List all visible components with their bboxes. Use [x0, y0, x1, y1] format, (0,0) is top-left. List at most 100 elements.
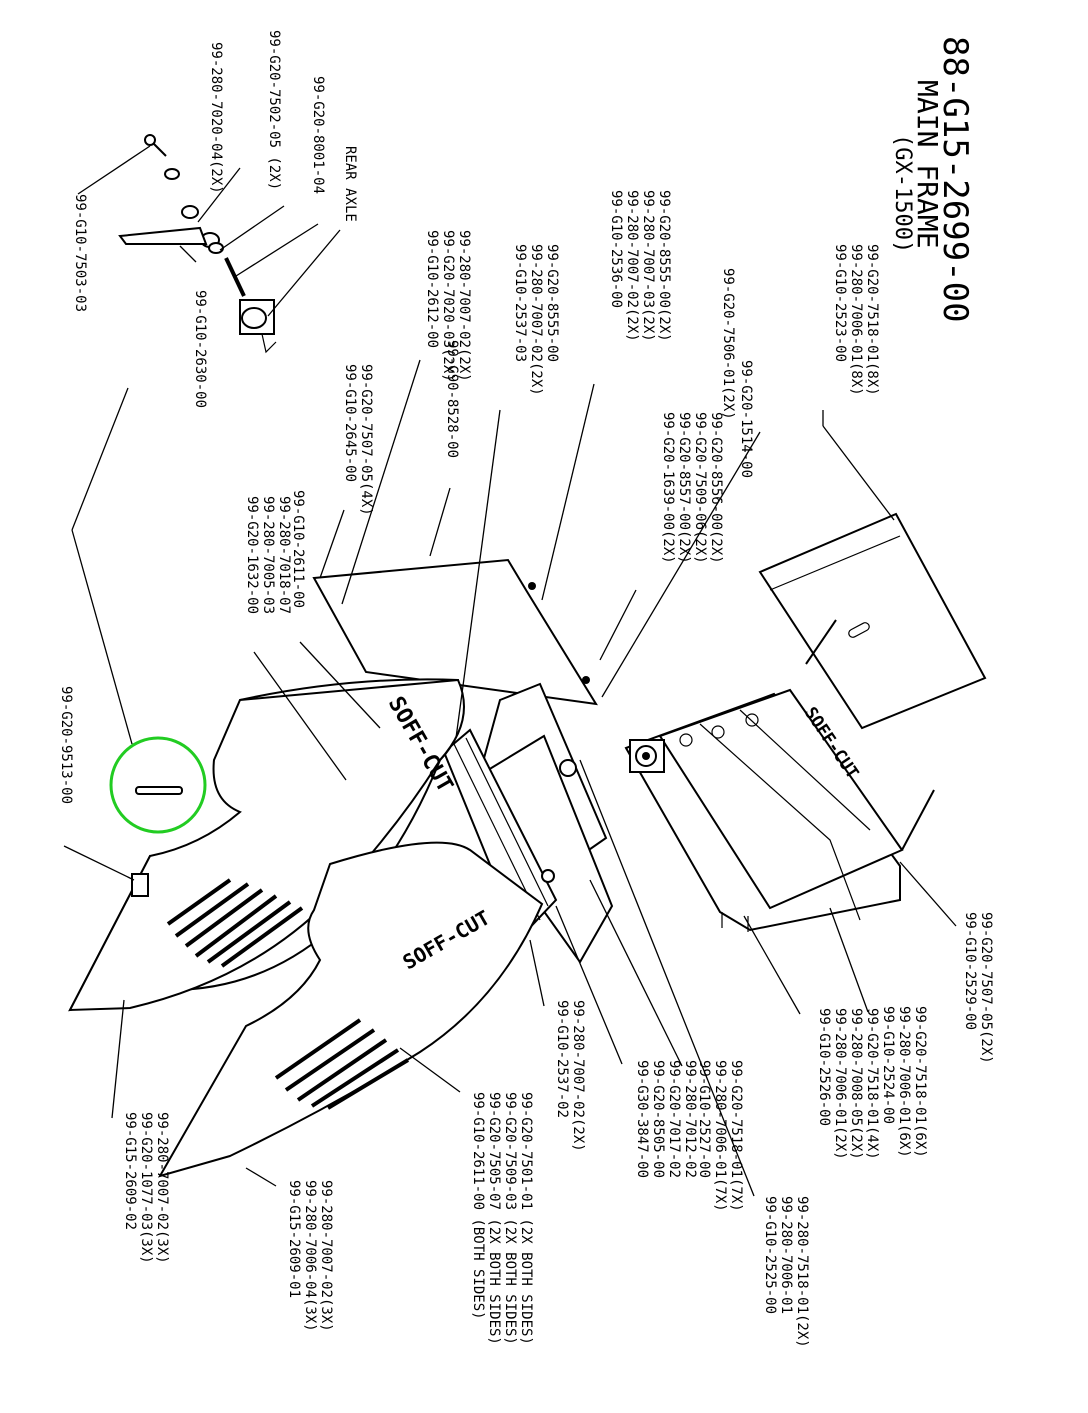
part-number-label: 99-280-7007-02(3X) — [318, 1180, 334, 1332]
part-number-label: REAR AXLE — [342, 146, 358, 222]
part-number-label: 99-G20-8556-00(2X) — [708, 412, 724, 564]
part-number-label: 99-G20-7507-05(4X) — [358, 364, 374, 516]
part-number-label: 99-G20-1077-03(3X) — [138, 1112, 154, 1264]
part-number-label: 99-280-7006-01(7X) — [712, 1060, 728, 1212]
drawing-model: (GX-1500) — [890, 134, 915, 253]
part-number-label: 99-G20-1632-00 — [244, 496, 260, 614]
part-number-label: 99-G20-8557-00(2X) — [676, 412, 692, 564]
part-number-label: 99-G10-2645-00 — [342, 364, 358, 482]
part-number-label: 99-G10-2529-00 — [962, 912, 978, 1030]
part-number-label: 99-G20-8555-00(2X) — [656, 190, 672, 342]
part-number-label: 99-280-7007-02(3X) — [154, 1112, 170, 1264]
part-number-label: 99-280-7006-01(8X) — [848, 244, 864, 396]
part-number-label: 99-G20-7518-01(4X) — [864, 1008, 880, 1160]
top-cover-panel — [758, 425, 987, 730]
part-number-label: 99-280-7006-01 — [778, 1196, 794, 1314]
part-callout: 99-G10-2611-00 (BOTH SIDES)99-G20-7505-0… — [470, 1092, 534, 1345]
part-number-label: 99-G20-7507-05(2X) — [978, 912, 994, 1064]
part-number-label: 99-280-7007-02(2X) — [528, 244, 544, 396]
part-number-label: 99-G10-2527-00 — [696, 1060, 712, 1178]
part-number-label: 99-280-7006-01(6X) — [896, 1006, 912, 1158]
part-callout: 99-G20-1639-00(2X)99-G20-8557-00(2X)99-G… — [660, 412, 724, 564]
part-number-label: 99-G10-2536-00 — [608, 190, 624, 308]
part-callout: 99-G20-1514-00 — [738, 360, 754, 478]
part-number-label: 99-G10-7503-03 — [72, 194, 88, 312]
part-number-label: 99-280-7018-07 — [276, 496, 292, 614]
part-number-label: 99-280-7005-03 — [260, 496, 276, 614]
part-number-label: 99-G20-7505-07 (2X BOTH SIDES) — [486, 1092, 502, 1345]
part-number-label: 99-G20-8505-00 — [650, 1060, 666, 1178]
lower-vent-slots — [274, 1018, 410, 1110]
upper-deck-panel: SOFF-CUT — [68, 678, 465, 1012]
part-number-label: 99-G20-1514-00 — [738, 360, 754, 478]
part-callout: 99-G20-9513-00 — [58, 686, 74, 804]
part-number-label: 99-G20-8555-00 — [544, 244, 560, 362]
part-number-label: 99-G20-8001-04 — [310, 76, 326, 194]
part-number-label: 99-280-7007-02(2X) — [624, 190, 640, 342]
part-callout: 99-G10-2611-00 — [290, 490, 306, 608]
part-number-label: 99-G10-2523-00 — [832, 244, 848, 362]
part-number-label: 99-G30-3847-00 — [634, 1060, 650, 1178]
part-number-label: 99-G20-1639-00(2X) — [660, 412, 676, 564]
part-callout: 99-G10-7503-03 — [72, 194, 88, 312]
part-number-label: 99-G10-2611-00 (BOTH SIDES) — [470, 1092, 486, 1320]
part-number-label: 99-G20-7509-03 (2X BOTH SIDES) — [502, 1092, 518, 1345]
part-number-label: 99-G10-2537-03 — [512, 244, 528, 362]
part-number-label: 99-G20-7501-01 (2X BOTH SIDES) — [518, 1092, 534, 1345]
part-number-label: 99-G20-7518-01(7X) — [728, 1060, 744, 1212]
part-number-label: 99-G20-7509-06(2X) — [692, 412, 708, 564]
part-number-label: 99-G20-7506-01(2X) — [720, 268, 736, 420]
part-number-label: 99-G10-2612-00 — [424, 230, 440, 348]
vent-slots — [166, 878, 304, 968]
part-number-label: 99-280-7008-05(2X) — [848, 1008, 864, 1160]
part-callout: 99-G20-7502-05 (2X) — [266, 30, 282, 190]
part-number-label: 99-G20-7518-01(6X) — [912, 1006, 928, 1158]
part-callout: REAR AXLE — [342, 146, 358, 222]
part-number-label: 99-G10-2611-00 — [290, 490, 306, 608]
highlight-circle — [109, 736, 207, 834]
part-number-label: 99-G15-2609-02 — [122, 1112, 138, 1230]
engine-frame-weldment: SOFF-CUT — [624, 619, 935, 932]
part-callout: 99-280-7020-04(2X) — [208, 42, 224, 194]
part-callout: 99-G10-2630-00 — [192, 290, 208, 408]
part-number-label: 99-G20-7518-01(8X) — [864, 244, 880, 396]
part-callout: 99-G20-8001-04 — [310, 76, 326, 194]
part-number-label: 99-280-7518-01(2X) — [794, 1196, 810, 1348]
part-number-label: 99-280-7007-02(2X) — [456, 230, 472, 382]
highlight-pin — [109, 736, 207, 834]
center-plates — [312, 558, 614, 964]
part-number-label: 99-G10-2524-00 — [880, 1006, 896, 1124]
drawing-name: MAIN FRAME — [911, 80, 944, 249]
part-number-label: 99-G20-7017-02 — [666, 1060, 682, 1178]
part-callout: 99-G90-8528-00 — [444, 340, 460, 458]
rear-axle-parts — [118, 134, 277, 354]
title-block: 88-G15-2699-00 MAIN FRAME (GX-1500) — [890, 36, 975, 323]
part-number-label: 99-G15-2609-01 — [286, 1180, 302, 1298]
part-number-label: 99-280-7006-04(3X) — [302, 1180, 318, 1332]
part-number-label: 99-280-7012-02 — [682, 1060, 698, 1178]
leader-lines — [63, 145, 957, 1197]
part-number-label: 99-G10-2537-02 — [554, 1000, 570, 1118]
part-number-label: 99-G10-2526-00 — [816, 1008, 832, 1126]
part-number-label: 99-G20-7020-03(2X) — [440, 230, 456, 382]
part-number-label: 99-280-7007-02(2X) — [570, 1000, 586, 1152]
part-number-label: 99-G10-2630-00 — [192, 290, 208, 408]
part-number-label: 99-G20-7502-05 (2X) — [266, 30, 282, 190]
